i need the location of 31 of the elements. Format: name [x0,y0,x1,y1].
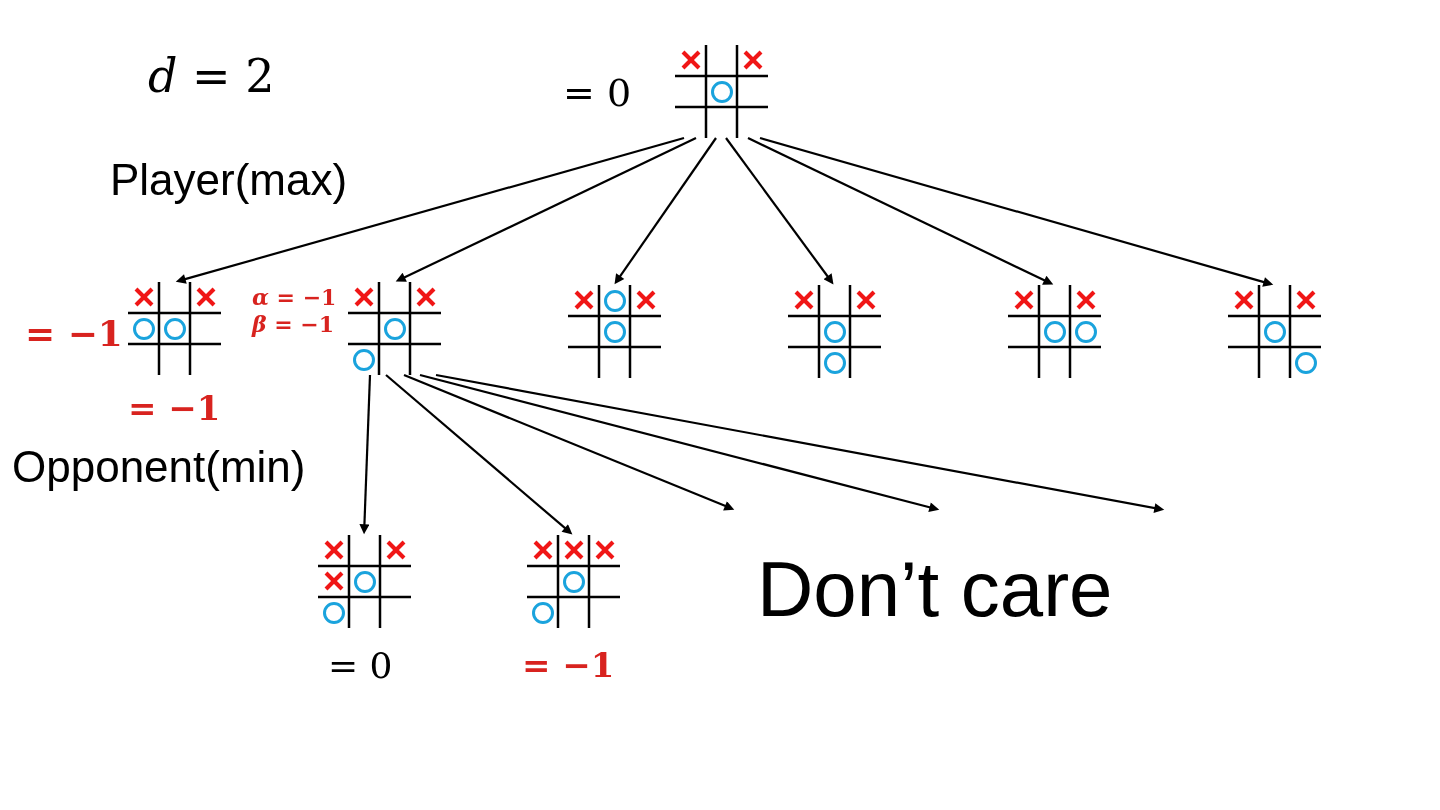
arrow [435,373,1165,513]
value-label: = −1 [128,391,221,425]
bound-label: β = −1 [252,313,335,335]
depth-label: d = 2 [148,53,275,99]
value-label: = −1 [522,648,615,682]
game-board [348,282,441,375]
arrow [759,136,1274,287]
level-label: Opponent(min) [12,445,306,489]
arrow [403,374,735,511]
game-board [527,535,620,628]
value-label: = −1 [25,315,123,351]
arrow [395,137,697,282]
value-label: = 0 [563,74,632,112]
game-board [675,45,768,138]
game-board [568,285,661,378]
value-label: = 0 [328,648,393,684]
arrow [614,137,717,285]
game-board [318,535,411,628]
note-label: Don’t care [757,550,1113,628]
level-label: Player(max) [110,158,348,202]
arrow [747,137,1054,285]
bound-label: α = −1 [252,286,337,308]
arrow [419,373,940,513]
game-board [128,282,221,375]
game-board [1008,285,1101,378]
arrow [385,374,573,535]
arrow [725,137,834,285]
arrow [175,136,685,284]
game-board [1228,285,1321,378]
game-board [788,285,881,378]
arrow [359,374,372,535]
